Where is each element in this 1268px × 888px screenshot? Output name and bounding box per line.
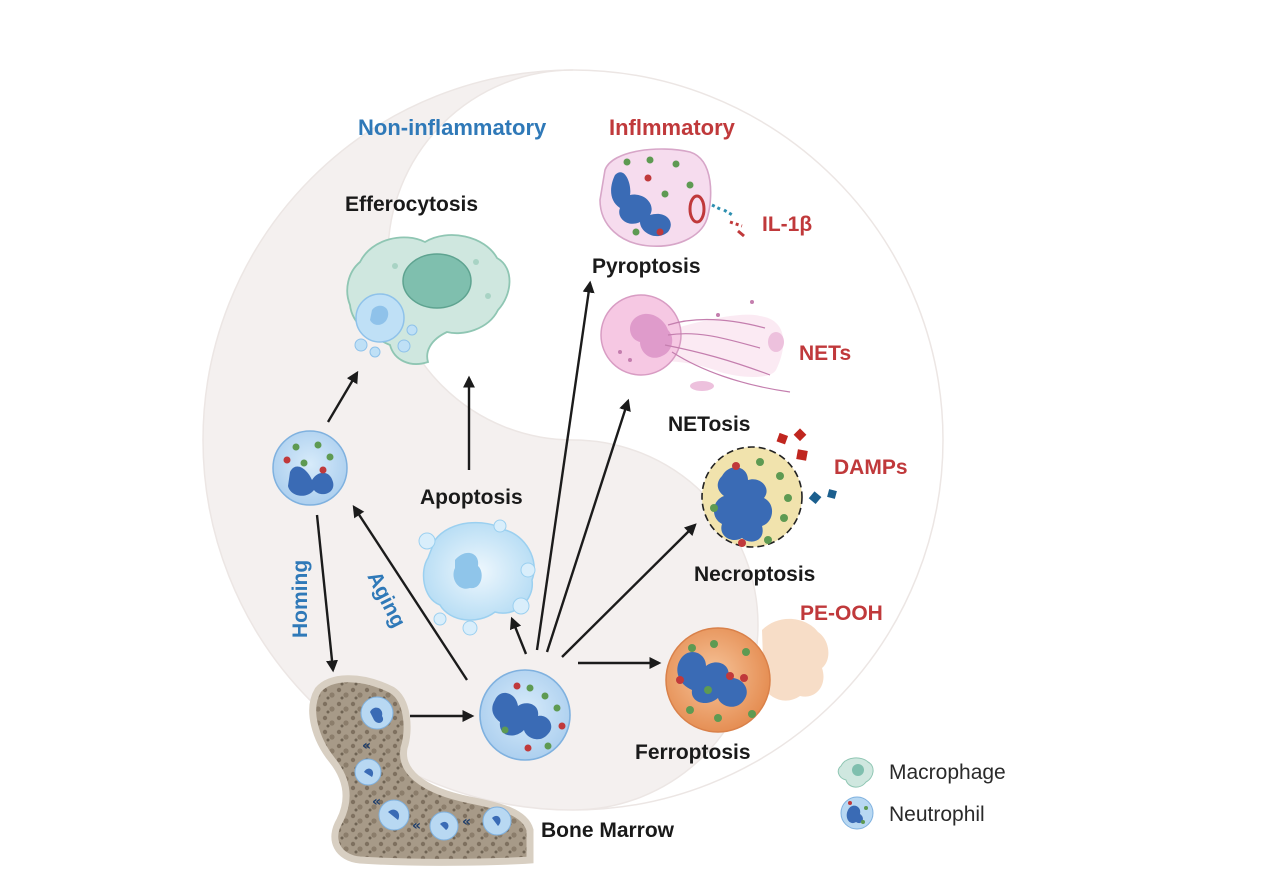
- pe-ooh-label: PE-OOH: [800, 602, 883, 625]
- efferocytosis-macrophage: [346, 234, 511, 365]
- necroptotic-cell: [701, 446, 803, 548]
- pathway-arrows: [315, 280, 697, 722]
- aged-neutrophil: [272, 430, 348, 506]
- bone-marrow-label: Bone Marrow: [541, 819, 675, 842]
- apoptosis-label: Apoptosis: [420, 486, 523, 509]
- central-neutrophil: [479, 669, 571, 761]
- apoptotic-cell: [418, 519, 536, 636]
- legend: Macrophage Neutrophil: [837, 757, 1006, 830]
- svg-text:«: «: [362, 738, 371, 754]
- svg-text:«: «: [462, 814, 471, 830]
- macrophage-legend-icon: [837, 757, 874, 788]
- ferroptosis-label: Ferroptosis: [635, 741, 751, 764]
- svg-text:«: «: [372, 794, 381, 810]
- non-inflammatory-heading: Non-inflammatory: [358, 115, 547, 140]
- damps-release: [776, 428, 837, 505]
- nets-label: NETs: [799, 342, 851, 365]
- pyroptotic-cell: [599, 148, 712, 247]
- damps-label: DAMPs: [834, 456, 908, 479]
- neutrophil-legend-icon: [840, 796, 874, 830]
- il1b-label: IL-1β: [762, 213, 812, 236]
- macrophage-legend-label: Macrophage: [889, 761, 1006, 784]
- netosis-label: NETosis: [668, 413, 750, 436]
- ferroptotic-cell: [665, 618, 829, 733]
- efferocytosis-label: Efferocytosis: [345, 193, 478, 216]
- homing-label: Homing: [289, 560, 312, 638]
- pyroptosis-label: Pyroptosis: [592, 255, 701, 278]
- bone-marrow: « « « «: [309, 675, 534, 866]
- svg-text:«: «: [412, 818, 421, 834]
- neutrophil-legend-label: Neutrophil: [889, 803, 985, 826]
- necroptosis-label: Necroptosis: [694, 563, 815, 586]
- netotic-cell: [600, 294, 791, 393]
- inflammatory-heading: Inflmmatory: [609, 115, 736, 140]
- il1b-release: [711, 203, 745, 238]
